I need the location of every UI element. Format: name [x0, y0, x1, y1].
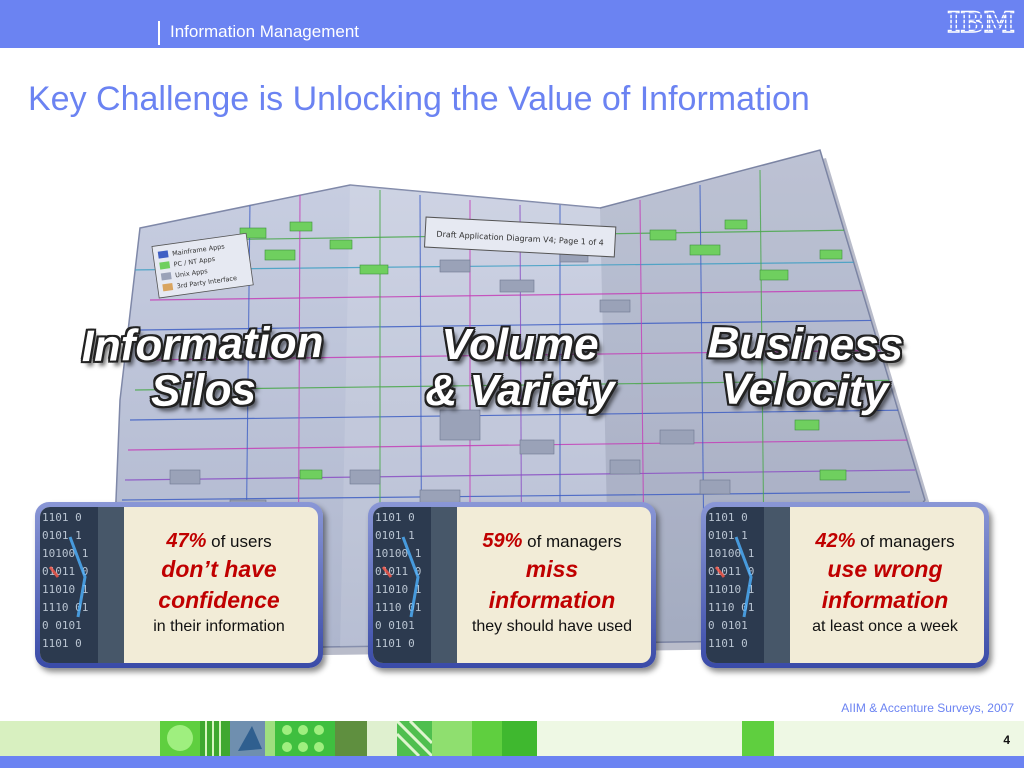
stat-text-managers-wrong: 42% of managers use wrong information at… [790, 529, 980, 638]
stat-percent: 42% [815, 530, 856, 552]
slide-title: Key Challenge is Unlocking the Value of … [28, 80, 810, 118]
stat-card-managers-wrong: 1101 0 0101 1 10100 1 01011 0 11010 1 1110 0… [701, 502, 989, 668]
stat-detail: they should have used [471, 618, 633, 635]
challenge-business-velocity: Business Velocity [707, 318, 904, 417]
svg-text:01011 0: 01011 0 [42, 565, 88, 578]
svg-text:10100 1: 10100 1 [375, 547, 421, 560]
svg-text:1101 0: 1101 0 [708, 511, 748, 524]
stat-detail: in their information [153, 618, 285, 635]
svg-text:1110 01: 1110 01 [42, 601, 88, 614]
svg-text:01011 0: 01011 0 [375, 565, 421, 578]
stat-text-users: 47% of users don’t have confidence in th… [124, 529, 314, 638]
svg-text:0101 1: 0101 1 [42, 529, 82, 542]
title-divider [158, 21, 160, 45]
svg-text:01011 0: 01011 0 [708, 565, 754, 578]
svg-text:1101 0: 1101 0 [42, 511, 82, 524]
svg-text:1110 01: 1110 01 [375, 601, 421, 614]
stat-card-users: 1101 0 0101 1 10100 1 01011 0 11010 1 1110 0… [35, 502, 323, 668]
stat-percent: 47% [166, 530, 207, 552]
binary-code-image: 1101 0 0101 1 10100 1 01011 0 11010 1 1110 0… [40, 507, 124, 663]
footer-mosaic [0, 721, 1024, 768]
svg-text:11010 1: 11010 1 [375, 583, 421, 596]
source-citation: AIIM & Accenture Surveys, 2007 [841, 701, 1014, 715]
svg-text:IBM: IBM [947, 6, 1015, 38]
svg-text:0101 1: 0101 1 [375, 529, 415, 542]
svg-text:1101 0: 1101 0 [375, 637, 415, 650]
svg-text:1101 0: 1101 0 [375, 511, 415, 524]
stat-emphasis: use wrong [827, 556, 943, 582]
stat-emphasis: information [821, 587, 949, 613]
stat-subject: of managers [860, 532, 955, 551]
svg-text:1101 0: 1101 0 [42, 637, 82, 650]
svg-text:1110 01: 1110 01 [708, 601, 754, 614]
stat-emphasis: confidence [158, 587, 280, 613]
svg-text:1101 0: 1101 0 [708, 637, 748, 650]
binary-code-image: 1101 0 0101 1 10100 1 01011 0 11010 1 1110 0… [706, 507, 790, 663]
svg-text:0 0101: 0 0101 [42, 619, 82, 632]
svg-text:0101 1: 0101 1 [708, 529, 748, 542]
challenge-information-silos: Information Silos [81, 317, 324, 416]
stat-percent: 59% [482, 530, 523, 552]
svg-text:10100 1: 10100 1 [708, 547, 754, 560]
stat-card-managers-miss: 1101 0 0101 1 10100 1 01011 0 11010 1 1110 0… [368, 502, 656, 668]
stat-detail: at least once a week [812, 618, 958, 635]
svg-text:10100 1: 10100 1 [42, 547, 88, 560]
stat-emphasis: don’t have [161, 556, 277, 582]
ibm-logo: IBM [945, 6, 1017, 38]
stat-emphasis: miss [525, 556, 579, 582]
stat-emphasis: information [488, 587, 616, 613]
challenge-volume-variety: Volume & Variety [425, 320, 615, 415]
svg-text:11010 1: 11010 1 [42, 583, 88, 596]
stat-text-managers-miss: 59% of managers miss information they sh… [457, 529, 647, 638]
top-bar: Information Management IBM [0, 0, 1024, 48]
section-title: Information Management [170, 22, 359, 41]
stat-subject: of managers [527, 532, 622, 551]
svg-text:0 0101: 0 0101 [708, 619, 748, 632]
svg-text:11010 1: 11010 1 [708, 583, 754, 596]
binary-code-image: 1101 0 0101 1 10100 1 01011 0 11010 1 1110 0… [373, 507, 457, 663]
svg-text:0 0101: 0 0101 [375, 619, 415, 632]
page-number: 4 [1003, 733, 1010, 747]
stat-subject: of users [211, 532, 272, 551]
